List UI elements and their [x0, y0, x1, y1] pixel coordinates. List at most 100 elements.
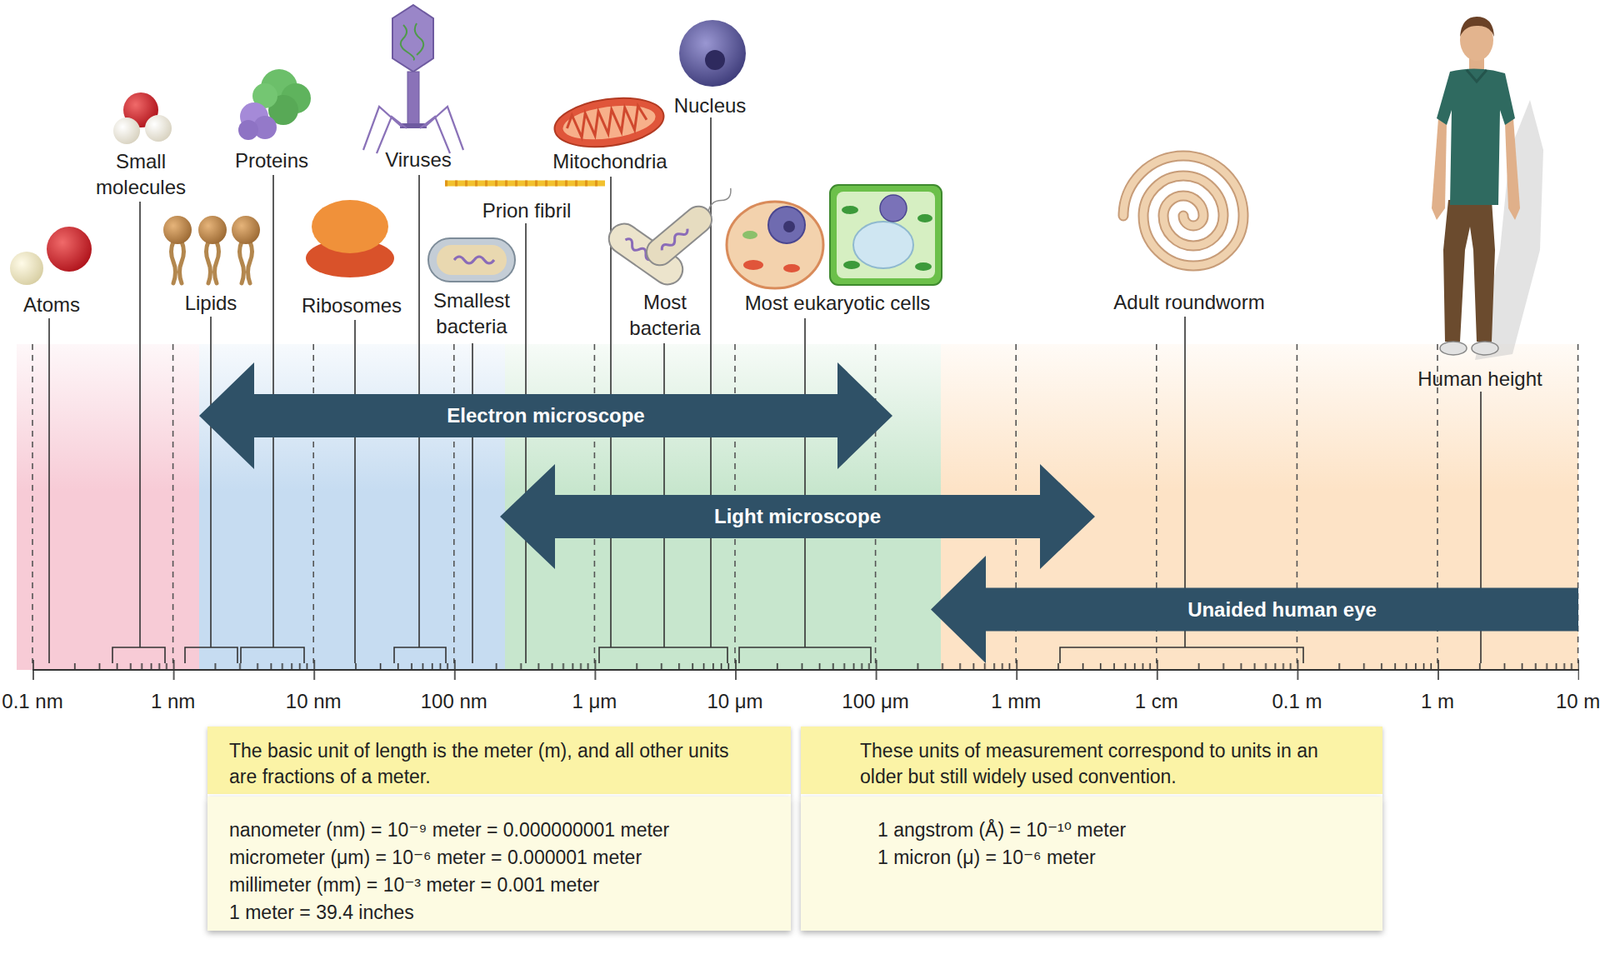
axis-tick-label: 1 cm: [1110, 688, 1203, 715]
item-label: Prion fibril: [455, 197, 598, 224]
range-arrow: Unaided human eye: [930, 555, 1579, 664]
axis-tick-label: 1 nm: [127, 688, 220, 715]
cell-organelle: [743, 260, 764, 270]
human-shoe: [1471, 341, 1499, 355]
axis-ticks: [32, 660, 1580, 680]
bacterium-rod: [640, 200, 717, 271]
item-label: Ribosomes: [285, 292, 419, 319]
axis-tick-label: 1 m: [1391, 688, 1484, 715]
note-text-box: nanometer (nm) = 10⁻⁹ meter = 0.00000000…: [229, 816, 780, 927]
mitochondrion: [551, 91, 668, 154]
bacterium-rod: [640, 180, 741, 271]
note-text: millimeter (mm) = 10⁻³ meter = 0.001 met…: [229, 871, 780, 900]
plant-vacuole: [853, 221, 914, 269]
molecule-atom: [113, 117, 140, 145]
cell-organelle: [742, 230, 758, 240]
chloroplast: [915, 262, 932, 271]
human-shirt: [1436, 68, 1515, 205]
virus-tail: [407, 71, 420, 125]
note-text-box: 1 angstrom (Å) = 10⁻¹⁰ meter1 micron (μ)…: [877, 816, 1378, 872]
lipid-head: [231, 215, 260, 245]
leader-line: [49, 117, 1481, 664]
mitochondrion-cristae: [565, 105, 648, 140]
note-text: These units of measurement correspond to…: [860, 738, 1365, 790]
cell-nucleus: [768, 206, 805, 244]
arrow-shape: [500, 464, 1095, 570]
note-text: 1 angstrom (Å) = 10⁻¹⁰ meter: [877, 816, 1378, 845]
item-label: Adult roundworm: [1089, 289, 1290, 315]
axis-tick-label: 0.1 m: [1250, 688, 1343, 715]
mitochondrion-matrix: [560, 100, 658, 145]
note-text: The basic unit of length is the meter (m…: [229, 738, 730, 790]
note-header: These units of measurement correspond to…: [800, 726, 1383, 797]
protein-blob: [238, 120, 259, 140]
virus-dna: [400, 23, 424, 60]
molecule-atom: [145, 115, 172, 142]
arrow-label-box: Unaided human eye: [985, 555, 1579, 664]
item-label: Mitochondria: [535, 148, 685, 175]
axis-tick-label: 10 nm: [267, 688, 360, 715]
human-hair: [1460, 16, 1495, 37]
axis-tick-label: 100 nm: [408, 688, 500, 715]
axis-tick-label: 0.1 nm: [0, 688, 79, 715]
chloroplast: [917, 214, 933, 223]
virus-leg: [363, 106, 464, 154]
mitochondrion-membrane: [551, 91, 668, 154]
note-text: 1 meter = 39.4 inches: [229, 899, 780, 927]
arrow-label: Light microscope: [714, 505, 881, 529]
item-label: Small molecules: [82, 148, 200, 200]
cell-nucleolus: [783, 220, 795, 233]
atom-sphere: [46, 226, 92, 272]
item-label: Lipids: [165, 290, 257, 316]
human-arm: [1505, 118, 1520, 220]
item-label: Human height: [1396, 365, 1564, 392]
note-text-box: These units of measurement correspond to…: [860, 738, 1365, 790]
bacterium-cell: [436, 245, 507, 275]
note-text: 1 micron (μ) = 10⁻⁶ meter: [877, 844, 1378, 872]
bacterium-dna: [660, 226, 690, 253]
human-collar: [1466, 70, 1487, 82]
ribosome-subunit: [311, 200, 389, 254]
note-header: The basic unit of length is the meter (m…: [207, 726, 791, 797]
item-label: Atoms: [1, 291, 102, 318]
arrow-label-box: Electron microscope: [199, 362, 893, 470]
arrow-shape: [930, 555, 1579, 664]
size-band: [16, 344, 200, 670]
atom-sphere: [10, 251, 44, 285]
note-text: micrometer (μm) = 10⁻⁶ meter = 0.000001 …: [229, 844, 780, 872]
lipid-head: [163, 215, 192, 245]
chloroplast: [843, 260, 860, 270]
cell-nucleus: [880, 195, 907, 222]
item-label: Nucleus: [660, 92, 760, 119]
chloroplast: [841, 205, 859, 215]
roundworm-outline: [1123, 155, 1244, 266]
human-shoe: [1440, 341, 1467, 355]
lipid-head: [198, 215, 227, 245]
arrow-label-box: Light microscope: [500, 464, 1095, 570]
item-label: Viruses: [368, 146, 469, 173]
lipid-tail: [171, 241, 253, 284]
bacterium-dna: [454, 256, 495, 264]
axis-tick-label: 10 m: [1532, 688, 1600, 715]
item-label: Proteins: [217, 147, 326, 174]
cell-organelle: [783, 264, 800, 273]
plant-cell: [830, 185, 942, 285]
axis-tick-label: 1 mm: [970, 688, 1062, 715]
prion-fibril: [445, 180, 605, 187]
bacterium-flagellum: [706, 188, 735, 214]
axis-tick-label: 10 μm: [689, 688, 781, 715]
prion-fibril: [445, 180, 605, 187]
range-bracket: [112, 647, 1304, 664]
item-label: Most eukaryotic cells: [712, 290, 963, 316]
arrow-label: Electron microscope: [446, 404, 645, 428]
human-arm: [1431, 118, 1447, 220]
nucleolus: [705, 50, 725, 70]
axis-tick-label: 100 μm: [830, 688, 922, 715]
note-body: nanometer (nm) = 10⁻⁹ meter = 0.00000000…: [207, 796, 791, 931]
range-arrow: Light microscope: [500, 464, 1095, 570]
item-label: Most bacteria: [615, 289, 715, 341]
nucleus-sphere: [679, 20, 746, 87]
arrow-label: Unaided human eye: [1187, 598, 1377, 622]
range-arrow: Electron microscope: [199, 362, 893, 470]
